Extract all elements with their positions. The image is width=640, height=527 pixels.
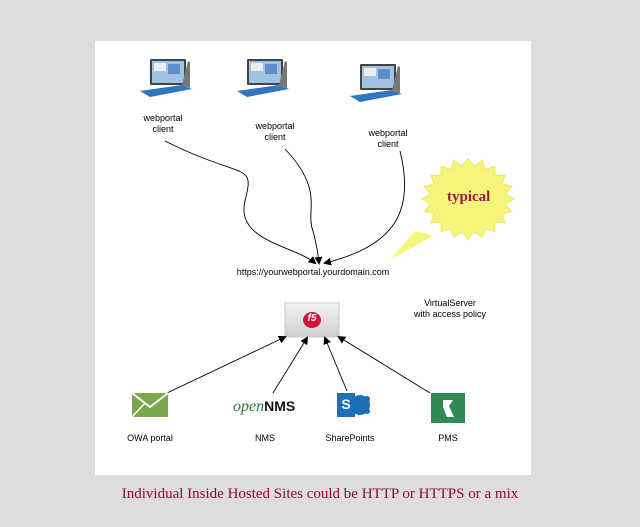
client-label-2: webportal client [255,121,295,142]
connector-sharepoint [323,336,348,392]
callout-text: typical [447,189,491,205]
pms-icon [431,393,465,423]
connector-owa [166,335,287,394]
connector-client-2 [284,148,323,265]
f5-device [284,302,340,338]
figure-caption: Individual Inside Hosted Sites could be … [121,486,519,502]
url-label: https://yourwebportal.yourdomain.com [236,267,390,277]
connector-nms [272,336,309,394]
opennms-logo-open: open [233,398,265,415]
service-label-nms: NMS [255,433,275,443]
connector-client-3 [323,150,406,266]
service-label-owa: OWA portal [127,433,173,443]
opennms-logo-icon: openNMS [233,398,303,424]
connector-client-1 [164,140,317,265]
laptop-icon-2 [237,59,289,97]
typical-callout [391,157,515,259]
diagram-svg [131,59,515,423]
client-label-1: webportal client [143,113,183,134]
f5-logo-text: f5 [307,313,317,324]
sharepoint-icon [337,393,370,417]
service-label-pms: PMS [438,433,458,443]
mail-envelope-icon [131,392,169,418]
laptop-icon-1 [140,59,192,97]
service-label-sharepoint: SharePoints [325,433,375,443]
client-label-3: webportal client [368,128,408,149]
laptop-icon-3 [350,64,402,102]
opennms-logo-nms: NMS [264,398,296,414]
sharepoint-logo-text: S [341,396,351,412]
virtual-server-label: VirtualServer with access policy [413,298,487,319]
connector-pms [337,335,431,394]
diagram-canvas: webportal client webportal client webpor… [95,41,531,475]
